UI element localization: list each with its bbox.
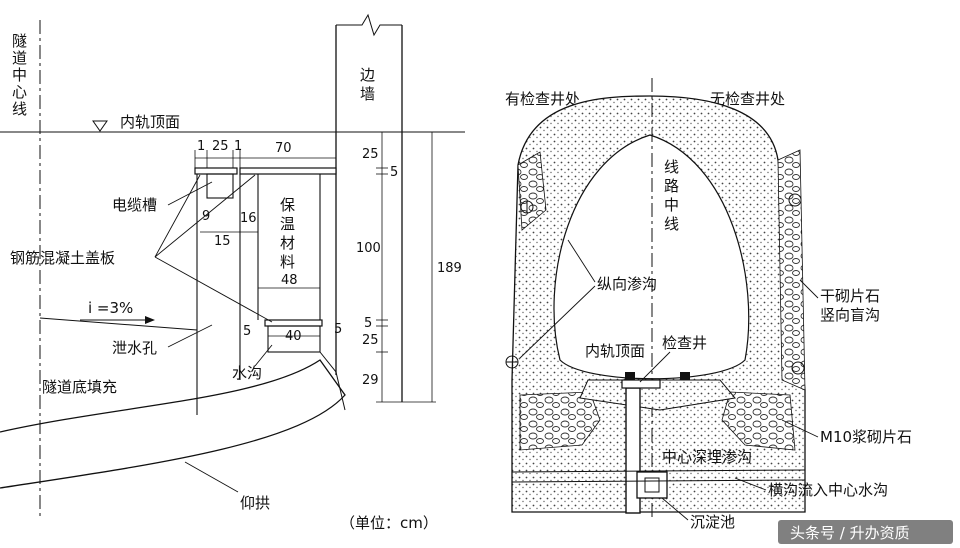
- cable-trough: [206, 173, 234, 199]
- manhole-leader: [639, 351, 671, 383]
- ditch-leader: [254, 344, 273, 367]
- stone-masonry-left: [519, 391, 601, 451]
- invert-label: 仰拱: [240, 494, 270, 512]
- insulation-cover-top: [239, 167, 337, 175]
- dry-stone-leader: [799, 279, 819, 299]
- watermark-badge: [778, 520, 953, 544]
- m10-leader: [781, 419, 819, 438]
- sedimentation-tank-label: 沉淀池: [690, 513, 735, 531]
- ditch-label: 水沟: [232, 364, 262, 382]
- rail-top-label: 内轨顶面: [120, 113, 180, 131]
- drain-circle-right-1-icon: [788, 193, 802, 207]
- dim-5b: 5: [334, 322, 342, 337]
- longitudinal-seepage-label: 纵向渗沟: [597, 275, 657, 293]
- drain-hole-leader: [167, 324, 213, 348]
- watermark-text: 头条号 / 升办资质: [790, 524, 910, 542]
- break-line-icon: [336, 13, 402, 37]
- tunnel-clearance: [553, 134, 750, 380]
- tank-inner: [644, 477, 660, 493]
- right-section: 有检查井处 无检查井处 线 路 中 线: [505, 78, 912, 531]
- tank-leader: [661, 497, 689, 521]
- slope-arrow-head-icon: [145, 316, 155, 324]
- manhole-cover: [621, 379, 661, 389]
- left-section: 隧 道 中 心 线 内轨顶面 边 墙 保 温 材 料: [0, 13, 465, 532]
- insulation-char-1: 保: [280, 196, 295, 214]
- insulation-char-2: 温: [280, 215, 295, 233]
- vdim-25b: 25: [362, 333, 379, 348]
- insulation-char-4: 料: [280, 253, 295, 271]
- vertical-dimensions: [376, 132, 436, 403]
- stone-column-right: [777, 149, 806, 391]
- vdim-25a: 25: [362, 147, 379, 162]
- vdim-29: 29: [362, 373, 379, 388]
- drain-symbols: [505, 193, 805, 375]
- m10-stone-label: M10浆砌片石: [820, 428, 912, 446]
- center-line-char-4: 心: [12, 83, 27, 101]
- dim-70: 70: [275, 141, 292, 156]
- transverse-ditch-label: 横沟流入中心水沟: [768, 481, 888, 499]
- dim-1a: 1: [197, 139, 205, 154]
- rc-cover-leader-3: [154, 256, 273, 323]
- with-manhole-label: 有检查井处: [505, 90, 580, 108]
- dim-5a: 5: [243, 324, 251, 339]
- center-line-char-1: 隧: [12, 32, 27, 50]
- dim-9: 9: [202, 209, 210, 224]
- rail-left-icon: [625, 372, 635, 380]
- vdim-189: 189: [437, 261, 462, 276]
- transverse-ditch-top: [511, 469, 806, 473]
- cable-trough-cover: [194, 167, 238, 175]
- track-bed: [579, 379, 736, 411]
- drain-circle-right-2-icon: [791, 361, 805, 375]
- vdim-100: 100: [356, 241, 381, 256]
- track-center-char-1: 线: [664, 158, 679, 176]
- dim-16: 16: [240, 211, 257, 226]
- vdim-5b: 5: [364, 316, 372, 331]
- cable-trough-label: 电缆槽: [112, 196, 157, 214]
- invert-arch: [0, 359, 346, 489]
- ditch-cover: [264, 319, 323, 327]
- slope-label: i =3%: [88, 299, 133, 317]
- manhole-label: 检查井: [662, 334, 707, 352]
- rail-top-right-label: 内轨顶面: [585, 342, 645, 360]
- center-line-char-5: 线: [12, 100, 27, 118]
- center-line-char-3: 中: [12, 66, 27, 84]
- horizontal-dimensions: [194, 150, 337, 337]
- sedimentation-tank: [636, 471, 668, 499]
- rail-top-marker-icon: [92, 120, 108, 132]
- side-wall-char-1: 边: [360, 66, 375, 84]
- transverse-leader: [734, 477, 767, 491]
- dim-15: 15: [214, 234, 231, 249]
- dim-40: 40: [285, 329, 302, 344]
- insulation-char-3: 材: [280, 234, 295, 252]
- unit-label: （单位：cm）: [340, 514, 438, 532]
- dim-1b: 1: [234, 139, 242, 154]
- track-center-char-4: 线: [664, 215, 679, 233]
- ditch: [267, 325, 321, 353]
- transverse-ditch-bottom: [511, 479, 806, 483]
- track-center-char-2: 路: [664, 177, 679, 195]
- bottom-fill-label: 隧道底填充: [42, 378, 117, 396]
- central-seepage-label: 中心深埋渗沟: [662, 448, 752, 466]
- vertical-blind-ditch-label: 竖向盲沟: [820, 306, 880, 324]
- center-line-char-2: 道: [12, 49, 27, 67]
- track-center-char-3: 中: [664, 196, 679, 214]
- dry-stone-label: 干砌片石: [820, 287, 880, 305]
- dim-48: 48: [281, 273, 298, 288]
- side-wall-char-2: 墙: [360, 85, 375, 103]
- drain-hole-label: 泄水孔: [112, 339, 157, 357]
- seepage-leader-2: [519, 285, 596, 359]
- without-manhole-label: 无检查井处: [710, 90, 785, 108]
- dim-25: 25: [212, 139, 229, 154]
- rc-cover-leader-1: [154, 174, 201, 258]
- rc-cover-leader-2: [154, 174, 256, 258]
- vdim-5a: 5: [390, 165, 398, 180]
- tunnel-center-line-label: 隧 道 中 心 线: [12, 32, 27, 118]
- seepage-leader-1: [567, 239, 596, 283]
- rail-right-icon: [680, 372, 690, 380]
- stone-masonry-right: [721, 391, 796, 451]
- invert-leader: [184, 461, 239, 493]
- rc-cover-label: 钢筋混凝土盖板: [10, 249, 115, 267]
